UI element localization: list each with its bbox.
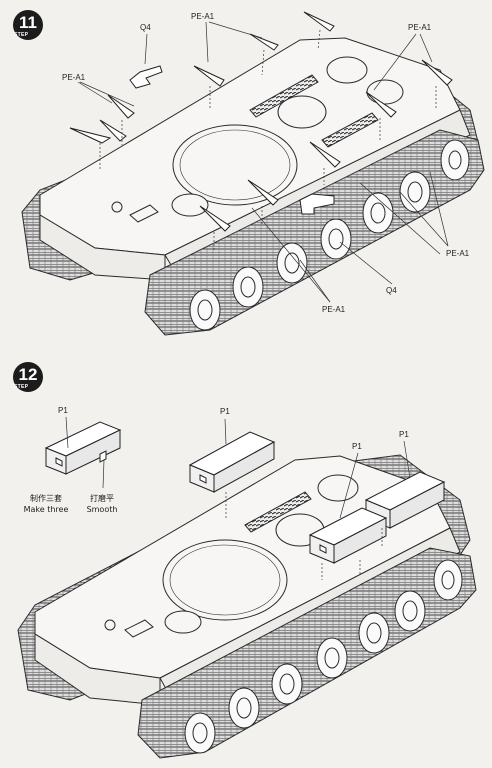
step-12-badge: 12 STEP (13, 362, 47, 396)
pe-a1-part (303, 11, 335, 32)
step12-hull (17, 454, 477, 759)
label-p1-right: P1 (399, 430, 409, 439)
p1-box-detail (44, 421, 122, 475)
label-p1-detail: P1 (58, 406, 68, 415)
step12-p1-boxes (44, 421, 446, 564)
note-make-three-en: Make three (23, 504, 69, 514)
step11-hatch-3 (366, 79, 404, 105)
step-12-number: 12 (18, 365, 38, 384)
note-smooth-en: Smooth (86, 504, 118, 514)
step12-track-near (137, 547, 477, 759)
step-11-word: STEP (14, 32, 29, 38)
pe-a1-part (193, 65, 225, 87)
label-q4-bottom: Q4 (386, 286, 397, 295)
pe-a1-part (99, 119, 127, 142)
label-pe-a1-left: PE-A1 (62, 73, 86, 82)
pe-a1-part (421, 59, 453, 86)
pe-a1-part (365, 91, 397, 118)
p1-box-floating (188, 431, 276, 493)
pe-a1-part (247, 179, 279, 206)
note-make-three-cn: 制作三套 (30, 494, 62, 503)
step-12-word: STEP (14, 384, 29, 390)
note-smooth-cn: 打磨平 (90, 494, 114, 503)
step12-hatch-3 (164, 610, 202, 634)
pe-a1-part (107, 94, 135, 119)
step12-hatch-1 (317, 474, 359, 502)
pe-a1-part (249, 33, 279, 51)
step12-road-wheels (184, 559, 463, 754)
pe-a1-part (69, 127, 112, 144)
pe-a1-part (309, 141, 341, 168)
step12-engine-vent (244, 491, 312, 533)
step-11-circle (13, 10, 43, 40)
step11-turret-ring (172, 124, 298, 206)
step11-road-wheels (189, 139, 470, 331)
note-smooth: 打磨平 Smooth (82, 494, 122, 516)
step-11-badge: 11 STEP (13, 10, 47, 44)
step11-leader-lines (77, 21, 449, 303)
step11-hatch-1 (326, 56, 368, 84)
step11-engine-vent-1 (249, 74, 319, 118)
label-p1-floating: P1 (220, 407, 230, 416)
label-pe-a1-top: PE-A1 (191, 12, 215, 21)
step11-hatch-4 (171, 193, 209, 217)
label-pe-a1-bottom: PE-A1 (322, 305, 346, 314)
step11-hull (21, 37, 485, 336)
step12-leader-lines (65, 416, 411, 580)
label-p1-center: P1 (352, 442, 362, 451)
pe-a1-part (199, 205, 231, 232)
step11-track-near (144, 129, 485, 336)
label-q4-top: Q4 (140, 23, 151, 32)
label-pe-a1-right: PE-A1 (446, 249, 470, 258)
step-12-circle (13, 362, 43, 392)
step11-engine-vent-2 (321, 112, 379, 148)
note-make-three: 制作三套 Make three (16, 494, 76, 516)
q4-part-mid (299, 193, 335, 215)
step11-pe-parts (69, 11, 453, 232)
step12-turret-ring (162, 539, 288, 621)
step-11-number: 11 (19, 13, 37, 32)
p1-box-rear-left (308, 507, 388, 564)
label-pe-a1-top-right: PE-A1 (408, 23, 432, 32)
q4-part-top (129, 65, 163, 89)
step11-hatch-2 (277, 95, 327, 129)
step11-q4-parts (129, 65, 335, 215)
